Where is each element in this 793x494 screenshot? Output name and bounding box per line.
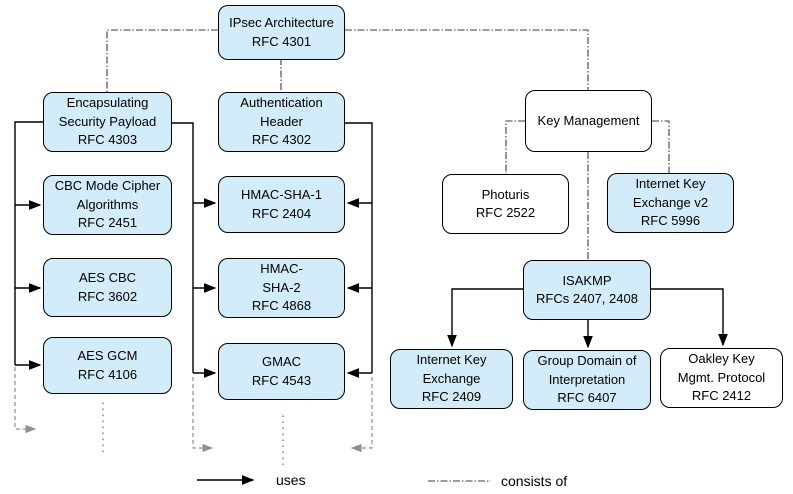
- node-oakley-key-mgmt-protocol: Oakley Key Mgmt. Protocol RFC 2412: [660, 348, 783, 408]
- node-rfc: RFC 5996: [640, 213, 701, 229]
- edge-keymgmt-photuris: [505, 120, 525, 174]
- legend-consists-of-label: consists of: [501, 473, 568, 489]
- legend-samples: [197, 475, 491, 485]
- node-encapsulating-security-payload: Encapsulating Security Payload RFC 4303: [43, 92, 172, 152]
- edge-ipsec-esp: [106, 29, 218, 92]
- node-rfc: RFC 2522: [475, 205, 536, 220]
- node-title: AES CBC: [78, 270, 137, 286]
- node-title: Internet Key Exchange v2: [632, 176, 709, 210]
- arrow-isakmp-ike: [447, 288, 523, 348]
- continuation-arrows: [14, 367, 373, 453]
- node-rfc: RFC 4868: [251, 298, 312, 314]
- node-rfc: RFC 2404: [251, 205, 312, 221]
- node-title: HMAC-SHA-1: [241, 187, 322, 203]
- trunk-esp-right: [172, 122, 194, 373]
- node-rfc: RFC 4302: [251, 132, 312, 148]
- node-rfc: RFC 2409: [421, 389, 482, 405]
- node-hmac-sha-1: HMAC-SHA-1 RFC 2404: [218, 176, 345, 233]
- node-ipsec-architecture: IPsec Architecture RFC 4301: [218, 5, 345, 60]
- node-rfc: RFC 4543: [251, 372, 312, 388]
- continuation-middle: [192, 377, 214, 453]
- node-rfc: RFC 3602: [77, 288, 138, 304]
- node-key-management: Key Management: [525, 90, 652, 152]
- node-isakmp: ISAKMP RFCs 2407, 2408: [523, 260, 651, 320]
- trunk-esp-left: [14, 121, 43, 365]
- trunk-ah-right: [345, 122, 373, 373]
- node-authentication-header: Authentication Header RFC 4302: [218, 92, 345, 152]
- node-rfc: RFC 4303: [77, 132, 138, 148]
- uses-arrows: [14, 121, 728, 378]
- node-photuris: Photuris RFC 2522: [442, 174, 569, 234]
- continuation-left: [14, 367, 37, 434]
- node-rfc: RFC 2451: [77, 215, 138, 231]
- node-title: GMAC: [262, 354, 301, 370]
- ellipsis-dots: [102, 402, 284, 468]
- node-rfc: RFCs 2407, 2408: [536, 291, 638, 306]
- node-title: ISAKMP: [562, 272, 612, 288]
- node-aes-gcm: AES GCM RFC 4106: [43, 337, 172, 394]
- node-title: IPsec Architecture: [229, 15, 334, 31]
- node-title: Key Management: [537, 112, 640, 128]
- node-title: Internet Key Exchange: [416, 352, 487, 386]
- node-group-domain-of-interpretation: Group Domain of Interpretation RFC 6407: [523, 350, 651, 410]
- node-title: Group Domain of Interpretation: [537, 353, 637, 387]
- edge-ipsec-keymgmt: [345, 29, 589, 90]
- node-title: Encapsulating Security Payload: [58, 95, 157, 129]
- node-title: Photuris: [481, 186, 530, 202]
- node-cbc-mode-cipher-algorithms: CBC Mode Cipher Algorithms RFC 2451: [43, 175, 172, 235]
- node-internet-key-exchange: Internet Key Exchange RFC 2409: [390, 349, 513, 409]
- node-aes-cbc: AES CBC RFC 3602: [43, 258, 172, 317]
- node-title: Oakley Key Mgmt. Protocol: [677, 351, 766, 385]
- consists-of-lines: [106, 29, 670, 260]
- node-gmac: GMAC RFC 4543: [218, 343, 345, 400]
- legend-uses-label: uses: [276, 472, 306, 488]
- node-internet-key-exchange-v2: Internet Key Exchange v2 RFC 5996: [607, 173, 734, 233]
- node-title: CBC Mode Cipher Algorithms: [54, 178, 161, 212]
- node-title: HMAC- SHA-2: [260, 261, 303, 295]
- arrow-isakmp-oakley: [651, 288, 728, 347]
- node-rfc: RFC 2412: [691, 388, 752, 404]
- continuation-right: [350, 377, 373, 453]
- node-hmac-sha-2: HMAC- SHA-2 RFC 4868: [218, 258, 345, 318]
- edge-keymgmt-ikev2: [652, 120, 670, 173]
- node-rfc: RFC 4106: [77, 366, 138, 382]
- node-title: Authentication Header: [240, 95, 323, 129]
- node-title: AES GCM: [77, 348, 138, 364]
- node-rfc: RFC 4301: [251, 33, 312, 49]
- node-rfc: RFC 6407: [557, 390, 617, 406]
